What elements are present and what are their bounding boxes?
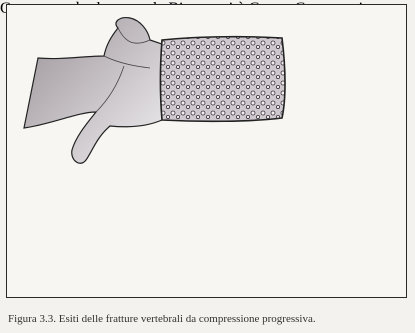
posterior-arch <box>24 18 162 164</box>
normal-vertebra <box>24 18 285 164</box>
normal-vertebral-body <box>161 37 286 122</box>
figure-caption: Figura 3.3. Esiti delle fratture vertebr… <box>8 313 316 325</box>
